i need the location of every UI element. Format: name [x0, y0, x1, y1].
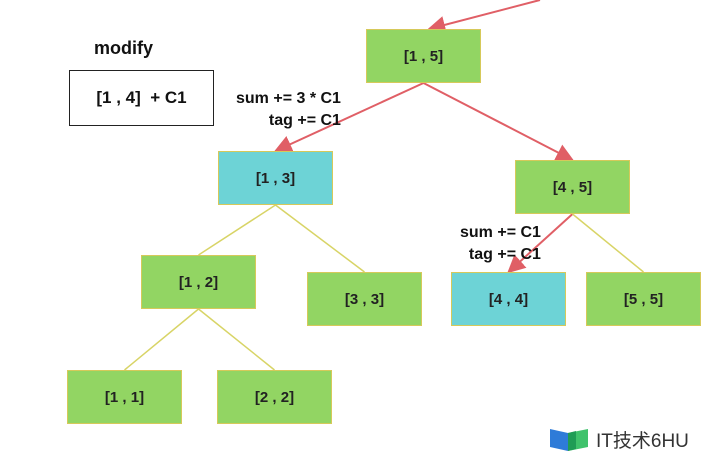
update-note-left: sum += 3 * C1 tag += C1: [236, 90, 341, 129]
book-logo-icon: [550, 429, 588, 451]
tree-node-3-3: [3 , 3]: [307, 272, 422, 326]
modify-operation-box: [1 , 4] + C1: [69, 70, 214, 126]
tree-node-1-5: [1 , 5]: [366, 29, 481, 83]
tree-node-4-4: [4 , 4]: [451, 272, 566, 326]
edge-n45-n44: [507, 213, 574, 274]
edges-layer: [124, 82, 644, 371]
watermark-text: IT技术6HU: [596, 430, 689, 452]
tree-node-1-1: [1 , 1]: [67, 370, 182, 424]
tree-node-1-2: [1 , 2]: [141, 255, 256, 309]
incoming-edge: [427, 0, 541, 34]
edge-n45-n55: [572, 213, 644, 273]
tree-node-1-3: [1 , 3]: [218, 151, 333, 205]
diagram-title: modify: [94, 38, 154, 58]
edge-n12-n11: [124, 308, 199, 371]
edge-n12-n22: [198, 308, 275, 371]
edge-n13-n12: [198, 204, 276, 256]
edge-n15-n45: [423, 82, 575, 161]
tree-node-2-2: [2 , 2]: [217, 370, 332, 424]
tree-node-5-5: [5 , 5]: [586, 272, 701, 326]
edge-n13-n33: [275, 204, 365, 273]
update-note-right: sum += C1 tag += C1: [460, 224, 541, 263]
edge-n15-n13: [273, 82, 424, 153]
tree-node-4-5: [4 , 5]: [515, 160, 630, 214]
watermark: IT技术6HU: [548, 425, 689, 453]
